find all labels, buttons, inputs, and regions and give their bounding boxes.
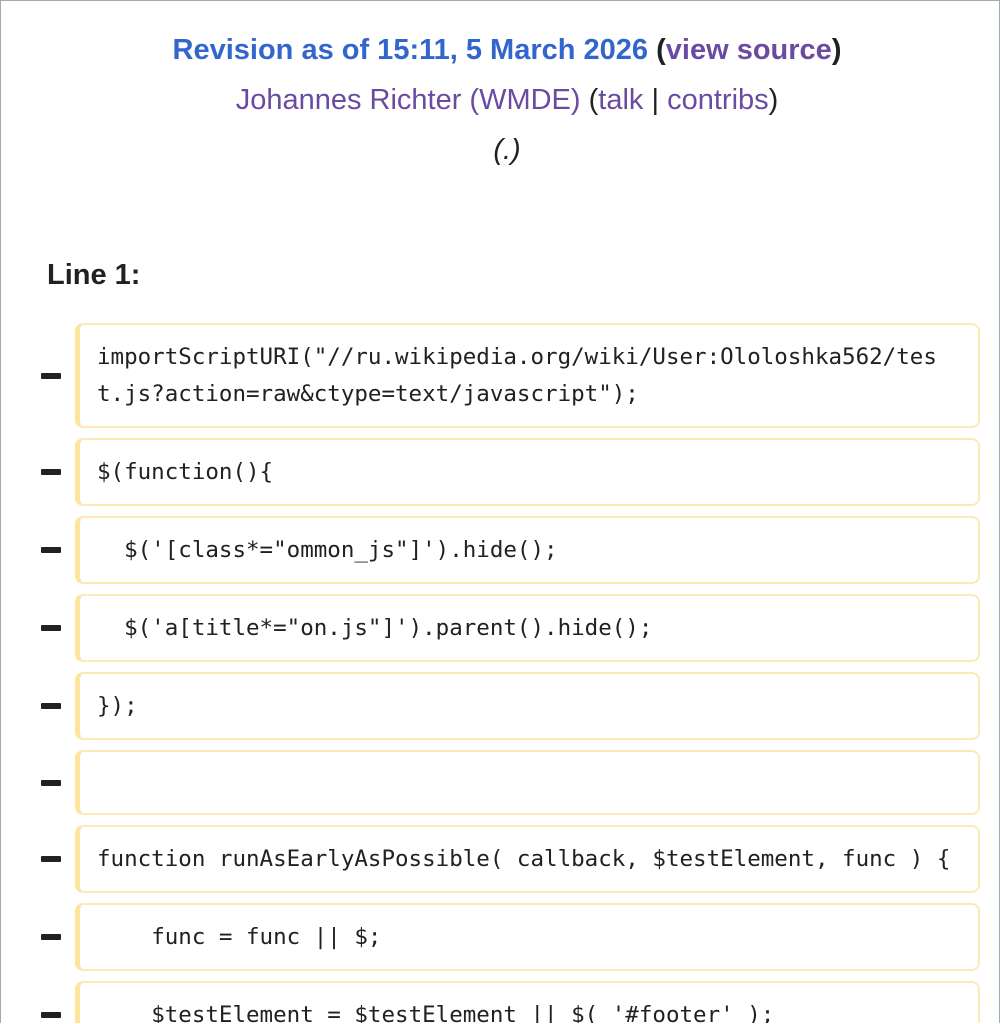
diff-row: $('a[title*="on.js"]').parent().hide(); <box>1 594 999 662</box>
deleted-line-text: $testElement = $testElement || $( '#foot… <box>75 981 980 1023</box>
minus-icon <box>41 856 61 862</box>
deleted-line-text: $(function(){ <box>75 438 980 506</box>
edit-summary: (.) <box>493 134 521 166</box>
diff-line-heading: Line 1: <box>47 259 141 291</box>
deleted-line-text: }); <box>75 672 980 740</box>
diff-row: func = func || $; <box>1 903 999 971</box>
diff-row: $testElement = $testElement || $( '#foot… <box>1 981 999 1023</box>
link-separator: | <box>643 84 668 116</box>
minus-icon <box>41 779 61 786</box>
diff-row: importScriptURI("//ru.wikipedia.org/wiki… <box>1 323 999 428</box>
minus-icon <box>41 625 61 631</box>
revision-header: Revision as of 15:11, 5 March 2026 (view… <box>1 25 999 175</box>
minus-icon <box>41 703 61 709</box>
diff-row <box>1 750 999 815</box>
deleted-line-text: importScriptURI("//ru.wikipedia.org/wiki… <box>75 323 980 428</box>
diff-row: }); <box>1 672 999 740</box>
talk-link[interactable]: talk <box>598 84 644 116</box>
deleted-line-text: $('a[title*="on.js"]').parent().hide(); <box>75 594 980 662</box>
contribs-link[interactable]: contribs <box>667 84 769 116</box>
minus-icon <box>41 372 61 379</box>
minus-icon <box>41 1012 61 1018</box>
diff-row: $('[class*="ommon_js"]').hide(); <box>1 516 999 584</box>
minus-icon <box>41 469 61 475</box>
revision-title-link[interactable]: Revision as of 15:11, 5 March 2026 <box>172 34 649 66</box>
diff-lines: importScriptURI("//ru.wikipedia.org/wiki… <box>1 323 999 1023</box>
deleted-line-text: $('[class*="ommon_js"]').hide(); <box>75 516 980 584</box>
user-link[interactable]: Johannes Richter (WMDE) <box>235 84 581 116</box>
diff-row: $(function(){ <box>1 438 999 506</box>
deleted-line-text <box>75 750 980 815</box>
deleted-line-text: func = func || $; <box>75 903 980 971</box>
minus-icon <box>41 934 61 940</box>
diff-row: function runAsEarlyAsPossible( callback,… <box>1 825 999 893</box>
deleted-line-text: function runAsEarlyAsPossible( callback,… <box>75 825 980 893</box>
revision-user-line: Johannes Richter (WMDE) (talk | contribs… <box>235 84 779 116</box>
revision-title-line: Revision as of 15:11, 5 March 2026 (view… <box>172 34 842 66</box>
minus-icon <box>41 547 61 553</box>
view-source-link[interactable]: view source <box>665 34 832 66</box>
